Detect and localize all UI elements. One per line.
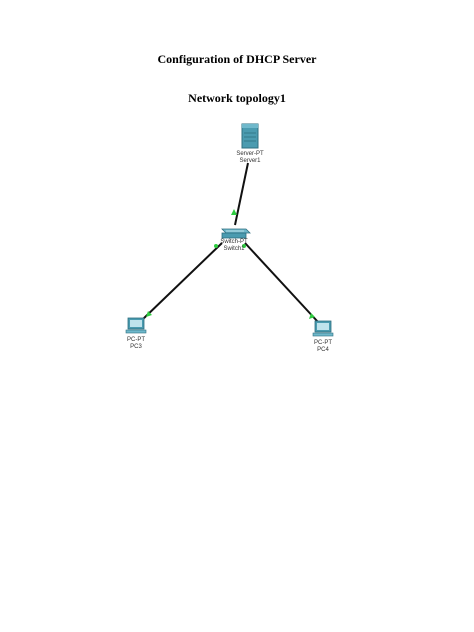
document-title: Configuration of DHCP Server xyxy=(157,52,317,66)
link-status-indicators xyxy=(146,209,315,319)
node-pc4[interactable]: PC-PT PC4 xyxy=(312,320,334,353)
node-name-label: Server1 xyxy=(239,158,261,164)
node-type-label: PC-PT xyxy=(127,337,145,343)
node-name-label: PC4 xyxy=(317,347,329,353)
links xyxy=(141,162,319,323)
link-status-indicator xyxy=(242,244,246,248)
link-server-switch xyxy=(234,162,249,226)
link-switch-pc4 xyxy=(244,242,319,323)
node-type-label: Switch-PT xyxy=(220,239,248,245)
node-type-label: PC-PT xyxy=(314,340,332,346)
node-type-label: Server-PT xyxy=(236,151,264,157)
node-name-label: PC3 xyxy=(130,344,142,350)
link-status-indicator xyxy=(309,313,315,319)
link-status-indicator xyxy=(146,311,152,317)
link-status-indicator xyxy=(231,209,237,215)
section-heading: Network topology1 xyxy=(188,91,286,105)
node-switch1[interactable]: Switch-PT Switch1 xyxy=(220,228,251,252)
node-pc3[interactable]: PC-PT PC3 xyxy=(125,317,147,350)
pc-icon xyxy=(125,317,147,334)
link-switch-pc3 xyxy=(141,242,223,321)
node-server1[interactable]: Server-PT Server1 xyxy=(236,123,264,164)
node-name-label: Switch1 xyxy=(223,246,245,252)
link-status-indicator xyxy=(214,244,218,248)
server-icon xyxy=(241,123,259,149)
pc-icon xyxy=(312,320,334,337)
switch-icon xyxy=(221,228,251,239)
